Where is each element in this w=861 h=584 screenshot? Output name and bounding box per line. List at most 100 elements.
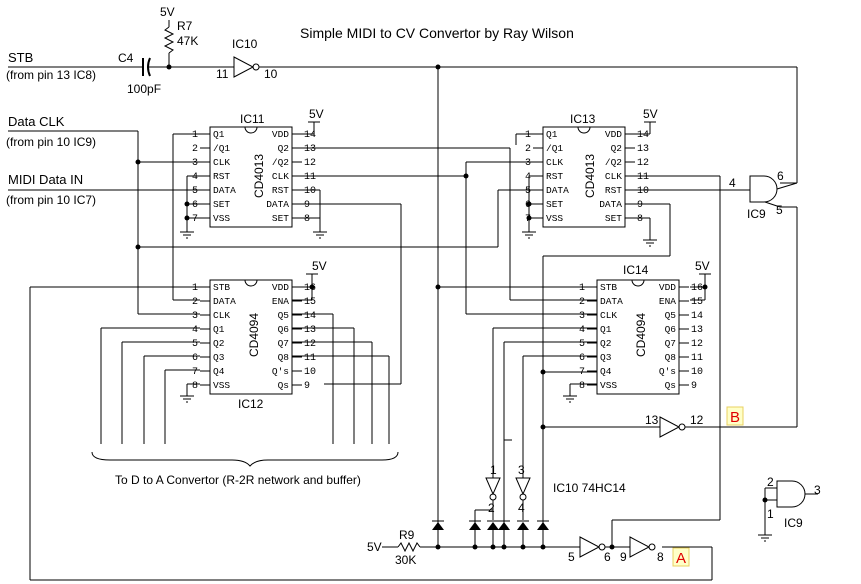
- ic11-pin-label: /Q1: [213, 143, 230, 154]
- ic13-pin-label: RST: [546, 171, 563, 182]
- ic12-pin-label: Q5: [278, 310, 290, 321]
- inv-pin-1: 1: [490, 463, 497, 477]
- ic9-pin-5: 5: [776, 203, 783, 217]
- ic14-pin-num: 5: [579, 339, 585, 350]
- ic13-pin-num: 9: [637, 200, 643, 211]
- ic11-pin-label: SET: [213, 199, 230, 210]
- ic13-pin-num: 6: [525, 200, 531, 211]
- ic12-pin-label: Qs: [278, 380, 289, 391]
- ic11-notch: [244, 126, 258, 134]
- ic14-name: IC14: [623, 263, 649, 277]
- ic14-pin-num: 7: [579, 367, 585, 378]
- ic14-pin-label: Q4: [600, 366, 612, 377]
- ic11-pin-num: 2: [192, 144, 198, 155]
- ic9-and-gate: [740, 175, 798, 208]
- ic12-pin-num: 10: [304, 367, 316, 378]
- ic13-pin-num: 1: [525, 130, 531, 141]
- ic12-pin-num: 15: [304, 297, 316, 308]
- ic14-pin-num: 3: [579, 311, 585, 322]
- ic11-pin-label: DATA: [266, 199, 289, 210]
- ic12-pin-num: 16: [304, 283, 316, 294]
- ic14-wires: [29, 206, 798, 581]
- ic14-body: [596, 279, 680, 395]
- input-stb-source: (from pin 13 IC8): [6, 68, 96, 82]
- ic12-pin-num: 4: [192, 325, 198, 336]
- ic11-pin-num: 5: [192, 186, 198, 197]
- c4-value: 100pF: [127, 82, 161, 96]
- ic11-pin-num: 3: [192, 158, 198, 169]
- r9-name: R9: [399, 528, 415, 542]
- ic14-pin-num: 8: [579, 381, 585, 392]
- ic12-pin-label: Q7: [278, 338, 289, 349]
- inv-pin-4: 4: [518, 501, 525, 515]
- ic14-pin-label: Q2: [600, 338, 612, 349]
- ic13-part: CD4013: [583, 154, 597, 198]
- ic11-pin-num: 14: [304, 130, 316, 141]
- ic12-pin-num: 5: [192, 339, 198, 350]
- ic14-pin-num: 16: [691, 283, 703, 294]
- ic12-pin-label: Q1: [213, 324, 225, 335]
- c4-name: C4: [118, 51, 134, 65]
- ic12-pin-label: Q2: [213, 338, 225, 349]
- ic14-pin-num: 4: [579, 325, 585, 336]
- ic11-name: IC11: [240, 112, 265, 126]
- ic12-pin-num: 1: [192, 283, 198, 294]
- ic10-pin-in: 11: [216, 67, 229, 81]
- ic13-pin-num: 14: [637, 130, 649, 141]
- stb-net: [8, 20, 798, 184]
- ic13-pin-label: VSS: [546, 213, 563, 224]
- ic13-name: IC13: [570, 112, 596, 126]
- ic12-pin-label: VSS: [213, 380, 230, 391]
- ic12-pin-label: ENA: [272, 296, 289, 307]
- input-stb-label: STB: [8, 50, 33, 65]
- ic12-name: IC12: [238, 397, 264, 411]
- ic11-vdd-label: 5V: [309, 107, 324, 121]
- ic9-pin-4: 4: [729, 176, 736, 190]
- ic13-pin-num: 11: [637, 172, 649, 183]
- ic13-pin-label: CLK: [546, 157, 563, 168]
- input-clk-label: Data CLK: [8, 114, 65, 129]
- ic13-pin-label: VDD: [605, 129, 622, 140]
- ic12-pin-label: DATA: [213, 296, 236, 307]
- marker-a: A: [676, 550, 686, 567]
- ic12-part: CD4094: [247, 313, 261, 357]
- ic13-notch: [577, 126, 591, 134]
- ic13-pin-num: 7: [525, 214, 531, 225]
- inverter-diode-array: [382, 440, 656, 558]
- ic14-pin-label: ENA: [659, 296, 676, 307]
- ic13-body: [542, 126, 626, 228]
- ic12-pin-label: Q3: [213, 352, 225, 363]
- ic14-pin-num: 13: [691, 325, 703, 336]
- ic12-pin-num: 11: [304, 353, 316, 364]
- ic14-pin-label: Q5: [665, 310, 677, 321]
- ic14-pin-label: CLK: [600, 310, 617, 321]
- ic10-note: IC10 74HC14: [553, 481, 626, 495]
- inv-pin-13: 13: [645, 413, 659, 427]
- ic13-pin-num: 2: [525, 144, 531, 155]
- ic12-notch: [244, 279, 258, 287]
- ic11-part: CD4013: [252, 154, 266, 198]
- inv-pin-12: 12: [690, 413, 704, 427]
- ic11-pin-num: 4: [192, 172, 198, 183]
- ic11-pin-num: 7: [192, 214, 198, 225]
- ic13-pin-num: 10: [637, 186, 649, 197]
- inv-pin-2: 2: [488, 501, 495, 515]
- ic12-body: [209, 279, 293, 395]
- ic12-pin-num: 7: [192, 367, 198, 378]
- ic11-pin-label: DATA: [213, 185, 236, 196]
- ic13-pin-label: RST: [605, 185, 622, 196]
- r7-value: 47K: [177, 34, 198, 48]
- ic13-pin-label: CLK: [605, 171, 622, 182]
- ic9-spare-pin-3: 3: [814, 483, 821, 497]
- ic13-pin-label: DATA: [546, 185, 569, 196]
- r7-name: R7: [177, 19, 193, 33]
- ic14-pin-label: Q's: [659, 366, 676, 377]
- ic13-pin-num: 4: [525, 172, 531, 183]
- ic13-pin-label: DATA: [599, 199, 622, 210]
- r9-supply-label: 5V: [367, 540, 382, 554]
- ic11-pin-label: CLK: [213, 157, 230, 168]
